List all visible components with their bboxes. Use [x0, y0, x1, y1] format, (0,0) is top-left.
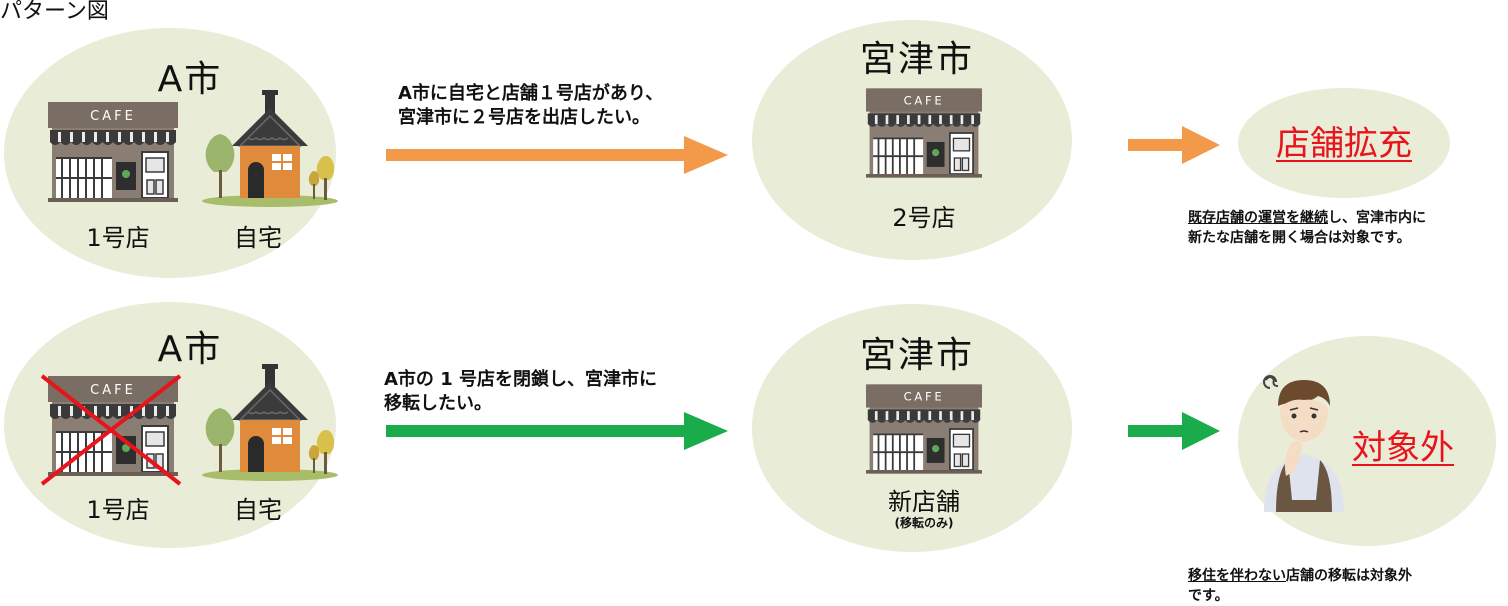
- right-store-sublabel-row2: (移転のみ): [894, 516, 954, 530]
- page-title: パターン図: [0, 0, 109, 24]
- result-label-row2: 対象外: [1352, 428, 1454, 468]
- note-row2-underlined: 移住を伴わない: [1188, 568, 1286, 584]
- description-row2-line2: 移転したい。: [384, 393, 492, 414]
- note-row1-underlined: 既存店舗の運営を継続: [1188, 210, 1328, 226]
- worried-person-icon: [1263, 375, 1344, 512]
- description-row1-line2: 宮津市に２号店を出店したい。: [398, 107, 650, 128]
- note-row1: 既存店舗の運営を継続し、宮津市内に 新たな店舗を開く場合は対象です。: [1188, 208, 1426, 248]
- orange-arrow-short: [1128, 126, 1220, 164]
- description-row1-line1: A市に自宅と店舗１号店があり、: [398, 83, 664, 104]
- right-city-name-row1: 宮津市: [860, 39, 975, 80]
- right-store-label-row1: 2号店: [892, 204, 956, 232]
- result-ellipse-row1: [1238, 88, 1450, 198]
- cafe-store-icon: [866, 384, 982, 474]
- description-row2: A市の 1 号店を閉鎖し、宮津市に 移転したい。: [384, 368, 657, 416]
- right-city-name-row2: 宮津市: [860, 335, 975, 376]
- house-icon: [200, 88, 340, 208]
- home-label-row2: 自宅: [234, 496, 282, 524]
- green-arrow-long: [386, 412, 728, 450]
- cafe-store-icon: [48, 102, 178, 202]
- left-city-name-row1: A市: [157, 59, 223, 100]
- description-row1: A市に自宅と店舗１号店があり、 宮津市に２号店を出店したい。: [398, 82, 663, 130]
- result-label-row1: 店舗拡充: [1276, 124, 1412, 164]
- cafe-store-icon: [866, 88, 982, 178]
- cross-mark-icon: [40, 374, 182, 486]
- description-row2-line1: A市の 1 号店を閉鎖し、宮津市に: [384, 369, 657, 390]
- note-row1-rest: し、宮津市内に: [1328, 210, 1426, 226]
- house-icon: [200, 362, 340, 482]
- note-row2: 移住を伴わない店舗の移転は対象外 です。: [1188, 566, 1412, 606]
- store-label-row2: 1号店: [86, 496, 150, 524]
- right-store-label-row2: 新店舗: [888, 488, 960, 516]
- note-row1-line2: 新たな店舗を開く場合は対象です。: [1188, 230, 1411, 246]
- store-label-row1: 1号店: [86, 224, 150, 252]
- orange-arrow-long: [386, 136, 728, 174]
- green-arrow-short: [1128, 412, 1220, 450]
- left-city-name-row2: A市: [157, 329, 223, 370]
- note-row2-line2: です。: [1188, 588, 1229, 604]
- home-label-row1: 自宅: [234, 224, 282, 252]
- note-row2-rest: 店舗の移転は対象外: [1286, 568, 1412, 584]
